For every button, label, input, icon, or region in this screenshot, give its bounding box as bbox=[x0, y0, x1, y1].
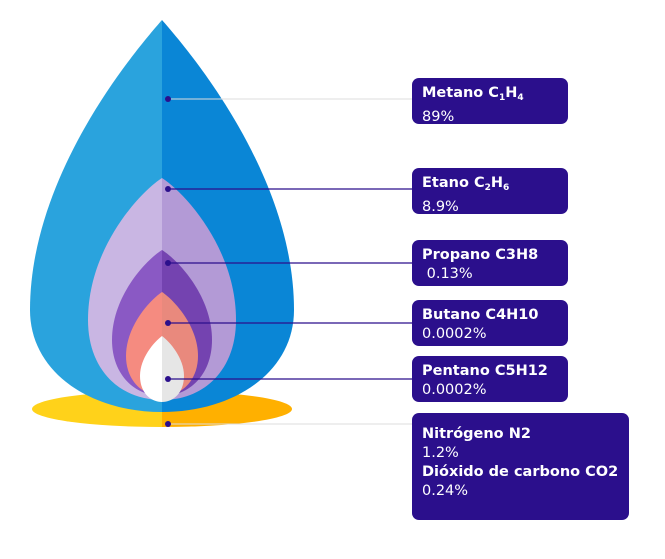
label-etano-name: Etano C2H6 bbox=[422, 175, 510, 193]
label-etano: Etano C2H6 8.9% bbox=[412, 168, 568, 215]
label-co2-name: Dióxido de carbono CO2 bbox=[422, 464, 619, 480]
label-nitrogeno-value: 1.2% bbox=[422, 445, 459, 461]
label-pentano-name: Pentano C5H12 bbox=[422, 363, 548, 379]
label-butano-name: Butano C4H10 bbox=[422, 307, 539, 323]
label-butano-value: 0.0002% bbox=[422, 326, 487, 342]
label-pentano: Pentano C5H12 0.0002% bbox=[412, 356, 568, 402]
marker-dot-etano bbox=[165, 186, 171, 192]
label-nitrogeno-name: Nitrógeno N2 bbox=[422, 426, 531, 442]
label-co2-value: 0.24% bbox=[422, 483, 469, 499]
label-etano-value: 8.9% bbox=[422, 199, 459, 215]
label-metano-name: Metano C1H4 bbox=[422, 85, 524, 103]
label-pentano-value: 0.0002% bbox=[422, 382, 487, 398]
label-metano-value: 89% bbox=[422, 109, 455, 125]
marker-dot-others bbox=[165, 421, 171, 427]
label-butano: Butano C4H10 0.0002% bbox=[412, 300, 568, 346]
leader-lines bbox=[168, 98, 412, 425]
marker-dot-metano bbox=[165, 96, 171, 102]
label-propano: Propano C3H8 0.13% bbox=[412, 240, 568, 286]
marker-dots bbox=[165, 96, 171, 427]
label-propano-name: Propano C3H8 bbox=[422, 247, 539, 263]
marker-dot-pentano bbox=[165, 376, 171, 382]
marker-dot-butano bbox=[165, 320, 171, 326]
label-metano: Metano C1H4 89% bbox=[412, 78, 568, 125]
marker-dot-propano bbox=[165, 260, 171, 266]
flame-layer-pentano bbox=[140, 336, 184, 402]
label-propano-value: 0.13% bbox=[422, 266, 473, 282]
label-others: Nitrógeno N2 1.2% Dióxido de carbono CO2… bbox=[412, 413, 629, 520]
